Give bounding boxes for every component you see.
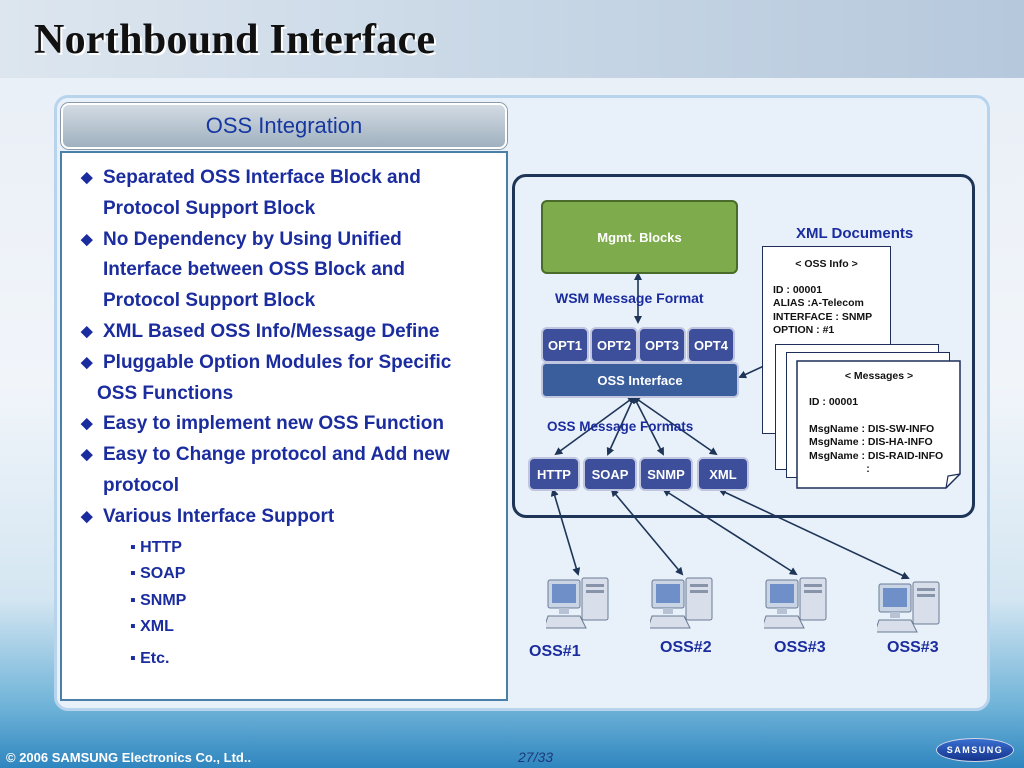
bullet-item: ◆Easy to implement new OSS Function	[62, 409, 506, 440]
diamond-bullet-icon: ◆	[81, 415, 93, 433]
messages-lines: ID : 00001 MsgName : DIS-SW-INFO MsgName…	[809, 395, 944, 462]
bullet-item: ◆Various Interface Support	[62, 502, 506, 533]
sub-bullet-list: ▪ HTTP ▪ SOAP ▪ SNMP ▪ XML ▪ Etc.	[62, 533, 506, 673]
protocol-xml: XML	[697, 457, 749, 491]
http-oss1-arrow	[550, 488, 581, 576]
diamond-bullet-icon: ◆	[81, 353, 93, 371]
messages-ellipsis: :	[866, 463, 870, 475]
xml-oss4-arrow	[718, 488, 910, 580]
computer-icon	[877, 581, 940, 633]
oss2-label: OSS#2	[660, 639, 712, 656]
oss-info-lines: ID : 00001 ALIAS :A-Telecom INTERFACE : …	[773, 283, 873, 337]
option-module-3: OPT3	[638, 327, 686, 363]
sub-bullet-item: ▪ Etc.	[130, 649, 170, 667]
computer-icon	[764, 577, 827, 629]
slide-title: Northbound Interface	[34, 17, 436, 63]
diamond-bullet-icon: ◆	[81, 169, 93, 186]
option-module-1: OPT1	[541, 327, 589, 363]
xml-documents-label: XML Documents	[796, 225, 914, 242]
oss-integration-tab: OSS Integration	[61, 103, 507, 149]
copyright-text: © 2006 SAMSUNG Electronics Co., Ltd..	[6, 750, 252, 765]
oss-info-header: < OSS Info >	[795, 258, 858, 270]
interface-xml-arrow	[632, 395, 718, 456]
sub-bullet-item: ▪ SOAP	[130, 565, 186, 583]
sub-bullet-item: ▪ SNMP	[130, 591, 187, 609]
protocol-http: HTTP	[528, 457, 580, 491]
bullet-item: ◆XML Based OSS Info/Message Define	[62, 317, 506, 348]
sub-bullet-item: ▪ XML	[130, 618, 174, 636]
header-band	[0, 0, 1024, 78]
oss4-label: OSS#3	[887, 639, 939, 656]
diamond-bullet-icon: ◆	[81, 230, 93, 248]
page-number: 27/33	[518, 749, 554, 765]
oss3-label: OSS#3	[774, 639, 826, 656]
samsung-logo: SAMSUNG	[936, 738, 1014, 762]
sub-bullet-item: ▪ HTTP	[130, 538, 182, 556]
option-module-4: OPT4	[687, 327, 735, 363]
wsm-format-label: WSM Message Format	[555, 290, 704, 306]
protocol-snmp: SNMP	[639, 457, 693, 491]
snmp-oss3-arrow	[662, 488, 798, 576]
tab-label: OSS Integration	[205, 113, 363, 138]
soap-oss2-arrow	[610, 488, 684, 576]
diamond-bullet-icon: ◆	[81, 446, 93, 464]
protocol-soap: SOAP	[583, 457, 637, 491]
messages-document: < Messages > ID : 00001 MsgName : DIS-SW…	[796, 360, 962, 488]
option-module-2: OPT2	[590, 327, 638, 363]
messages-document-shape	[796, 360, 961, 489]
computer-icon	[650, 577, 713, 629]
oss1-label: OSS#1	[529, 643, 581, 660]
oss-interface-box: OSS Interface	[541, 362, 739, 398]
interface-soap-arrow	[606, 395, 636, 456]
messages-header: < Messages >	[844, 370, 914, 382]
mgmt-blocks-box: Mgmt. Blocks	[541, 200, 738, 274]
diamond-bullet-icon: ◆	[81, 507, 93, 525]
diamond-bullet-icon: ◆	[81, 322, 93, 340]
computer-icon	[546, 577, 609, 629]
oss-formats-label: OSS Message Formats	[547, 419, 694, 434]
